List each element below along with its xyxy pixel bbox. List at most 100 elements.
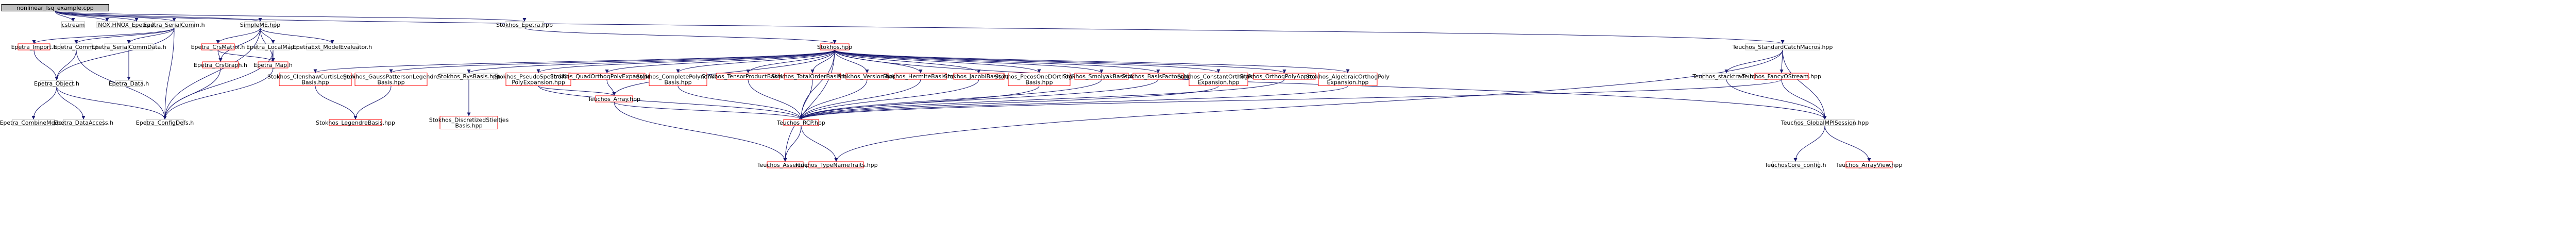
node-totalorder[interactable]: Stokhos_TotalOrderBasis.hpp xyxy=(771,73,854,80)
dependency-edge xyxy=(834,49,869,74)
node-legendrebasis[interactable]: Stokhos_LegendreBasis.hpp xyxy=(316,119,395,126)
node-nox[interactable]: NOX.H xyxy=(96,21,118,28)
node-cstream[interactable]: cstream xyxy=(61,21,85,28)
dependency-edge xyxy=(1782,49,1827,120)
node-label: Stokhos_ConstantOrthogPoly xyxy=(1177,74,1260,80)
node-dataaccess[interactable]: Epetra_DataAccess.h xyxy=(54,119,113,126)
dependency-edge xyxy=(834,49,1350,73)
dependency-edge xyxy=(163,67,221,120)
node-arrayview[interactable]: Teuchos_ArrayView.hpp xyxy=(1836,161,1903,168)
node-hermite[interactable]: Stokhos_HermiteBasis.hpp xyxy=(883,73,959,80)
node-serialcommdata[interactable]: Epetra_SerialCommData.h xyxy=(91,43,166,50)
node-configdefs[interactable]: Epetra_ConfigDefs.h xyxy=(136,119,194,126)
node-typenametraits[interactable]: Teuchos_TypeNameTraits.hpp xyxy=(794,161,878,168)
dependency-edge xyxy=(799,79,979,120)
node-box xyxy=(783,119,819,126)
node-assert[interactable]: Teuchos_Assert.hpp xyxy=(757,161,814,168)
node-orthogpolyapprox[interactable]: Stokhos_OrthogPolyApprox.hpp xyxy=(1240,73,1329,80)
dependency-edge xyxy=(606,79,616,96)
node-stokhosepetra[interactable]: Stokhos_Epetra.hpp xyxy=(496,21,553,28)
node-modeleval[interactable]: EpetraExt_ModelEvaluator.h xyxy=(293,43,372,50)
node-fancyostream[interactable]: Teuchos_FancyOStream.hpp xyxy=(1741,73,1821,80)
dependency-edge xyxy=(799,49,835,120)
dependency-edge xyxy=(834,49,1783,162)
dependency-edge xyxy=(74,27,175,44)
node-label: Epetra_SerialComm.h xyxy=(143,22,205,28)
dependency-edge xyxy=(313,49,835,73)
node-label: Stokhos_JacobiBasis.hpp xyxy=(944,73,1013,80)
node-data[interactable]: Epetra_Data.h xyxy=(109,80,149,87)
node-box xyxy=(1795,119,1855,126)
dependency-edge xyxy=(127,27,175,44)
node-array[interactable]: Teuchos_Array.hpp xyxy=(587,95,640,103)
node-stokhos[interactable]: Stokhos.hpp xyxy=(817,43,852,50)
node-crsmatrix[interactable]: Epetra_CrsMatrix.h xyxy=(191,43,245,50)
dependency-edge xyxy=(799,79,921,120)
node-tensorproduct[interactable]: Stokhos_TensorProductBasis.hpp xyxy=(702,73,794,80)
node-label: Basis.hpp xyxy=(664,79,691,86)
node-stacktrace[interactable]: Teuchos_stacktrace.hpp xyxy=(1692,73,1760,80)
node-label: Epetra_ConfigDefs.h xyxy=(136,120,194,126)
dependency-edge xyxy=(799,79,813,120)
node-label: TeuchosCore_config.h xyxy=(1764,162,1826,168)
node-simplemb[interactable]: SimpleME.hpp xyxy=(240,21,280,28)
node-noxepetra[interactable]: NOX_Epetra.H xyxy=(116,21,157,28)
node-box xyxy=(306,43,359,50)
dependency-edge xyxy=(218,27,261,62)
node-box xyxy=(12,119,55,126)
node-smolyak[interactable]: Stokhos_SmolyakBasis.hpp xyxy=(1063,73,1140,80)
node-label: Epetra_Data.h xyxy=(109,80,149,87)
dependency-edge xyxy=(217,49,275,62)
node-rcp[interactable]: Teuchos_RCP.hpp xyxy=(776,119,825,126)
node-box xyxy=(104,43,154,50)
dependency-edge xyxy=(33,49,59,81)
node-combinemode[interactable]: Epetra_CombineMode.h xyxy=(0,119,67,126)
node-import[interactable]: Epetra_Import.h xyxy=(11,43,57,50)
node-coreconfig[interactable]: TeuchosCore_config.h xyxy=(1764,161,1826,168)
node-box xyxy=(1845,161,1893,168)
node-box xyxy=(61,21,85,28)
node-box xyxy=(505,73,571,86)
node-jacobi[interactable]: Stokhos_JacobiBasis.hpp xyxy=(944,73,1014,80)
node-box xyxy=(1,4,109,11)
node-label: Stokhos_BasisFactory.hpp xyxy=(1122,73,1194,80)
node-label: Stokhos_ClenshawCurtisLegendre xyxy=(267,74,363,80)
node-map[interactable]: Epetra_Map.h xyxy=(253,61,293,69)
dependency-edge xyxy=(55,49,77,81)
node-comm[interactable]: Epetra_Comm.h xyxy=(54,43,99,50)
dependency-edge xyxy=(748,79,803,120)
node-version[interactable]: Stokhos_Version.hpp xyxy=(838,73,896,80)
dependency-edge xyxy=(163,27,175,120)
dependency-edge xyxy=(55,11,526,22)
node-basisfactory[interactable]: Stokhos_BasisFactory.hpp xyxy=(1122,73,1195,80)
node-box xyxy=(202,61,239,69)
node-stdcatch[interactable]: Teuchos_StandardCatchMacros.hpp xyxy=(1732,43,1833,50)
dependency-edge xyxy=(353,86,392,120)
dependency-edge xyxy=(55,27,175,81)
node-label: Teuchos_GlobalMPISession.hpp xyxy=(1781,120,1869,126)
node-quadorthog[interactable]: Stokhos_QuadOrthogPolyExpansion.hpp xyxy=(550,73,664,80)
node-box xyxy=(716,73,780,80)
node-label: Stokhos_HermiteBasis.hpp xyxy=(883,73,959,80)
node-crsgraph[interactable]: Epetra_CrsGraph.h xyxy=(194,61,247,69)
node-pseudospectral[interactable]: Stokhos_PseudoSpectralOrthogPolyExpansio… xyxy=(494,73,583,86)
node-globalmpi[interactable]: Teuchos_GlobalMPISession.hpp xyxy=(1781,119,1869,126)
dependency-edge xyxy=(524,27,837,44)
node-box xyxy=(767,161,804,168)
node-rysbasis[interactable]: Stokhos_RysBasis.hpp xyxy=(437,73,500,80)
node-box xyxy=(784,73,841,80)
dependency-edge xyxy=(163,27,261,120)
node-serialcomm[interactable]: Epetra_SerialComm.h xyxy=(143,21,205,28)
node-object[interactable]: Epetra_Object.h xyxy=(34,80,79,87)
node-localmap[interactable]: Epetra_LocalMap.h xyxy=(246,43,300,50)
node-label: NOX_Epetra.H xyxy=(116,22,156,28)
node-box xyxy=(1132,73,1184,80)
node-box xyxy=(439,73,498,80)
